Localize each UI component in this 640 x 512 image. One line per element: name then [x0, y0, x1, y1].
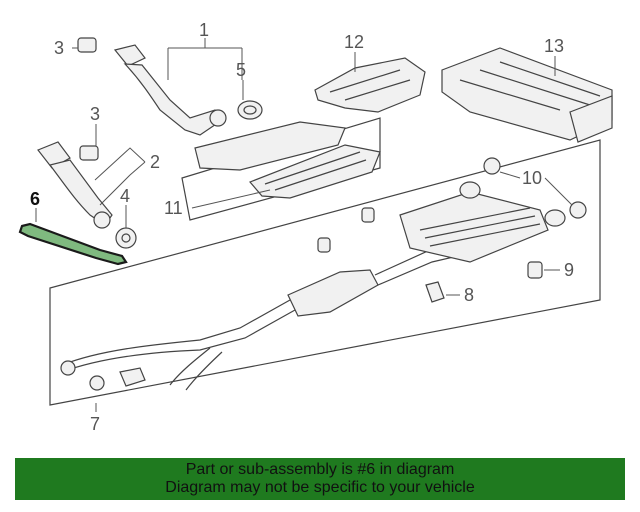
exhaust-system-assembly[interactable] [60, 181, 566, 391]
callout-5: 5 [236, 60, 246, 80]
banner-line-1: Part or sub-assembly is #6 in diagram [185, 461, 455, 478]
underbody-heat-shield[interactable] [441, 47, 613, 143]
callout-13: 13 [544, 36, 564, 56]
heat-shields-pair[interactable] [194, 121, 381, 199]
insulator-8[interactable] [425, 281, 445, 303]
callout-9: 9 [564, 260, 574, 280]
info-banner: Part or sub-assembly is #6 in diagram Di… [15, 458, 625, 500]
exhaust-brace-highlighted[interactable] [18, 222, 128, 266]
rear-converter-pipe[interactable] [37, 141, 113, 229]
insulator-10d[interactable] [317, 237, 331, 253]
callout-10: 10 [522, 168, 542, 188]
callout-8: 8 [464, 285, 474, 305]
gasket-upper[interactable] [77, 37, 97, 53]
insulator-10b[interactable] [569, 201, 587, 219]
front-heat-shield[interactable] [314, 57, 426, 113]
front-converter-pipe[interactable] [113, 44, 227, 136]
insulator-10c[interactable] [361, 207, 375, 223]
callout-12: 12 [344, 32, 364, 52]
banner-line-2: Diagram may not be specific to your vehi… [165, 479, 475, 496]
gasket-ring[interactable] [115, 227, 137, 249]
leader-lines [35, 38, 573, 412]
callout-6: 6 [30, 189, 40, 209]
callout-11: 11 [164, 198, 183, 218]
clamp[interactable] [237, 100, 263, 120]
callout-7: 7 [90, 414, 100, 434]
hanger-9[interactable] [527, 261, 543, 279]
callout-3-lower: 3 [90, 104, 100, 124]
insulator-10a[interactable] [483, 157, 501, 175]
gasket-lower[interactable] [79, 145, 99, 161]
callout-2: 2 [150, 152, 160, 172]
exhaust-parts-diagram: 1 2 3 3 4 5 6 7 8 9 10 11 12 13 [18, 20, 613, 434]
callout-1: 1 [199, 20, 209, 40]
exhaust-system-panel [49, 139, 601, 406]
callout-3-upper: 3 [54, 38, 64, 58]
callout-4: 4 [120, 186, 130, 206]
